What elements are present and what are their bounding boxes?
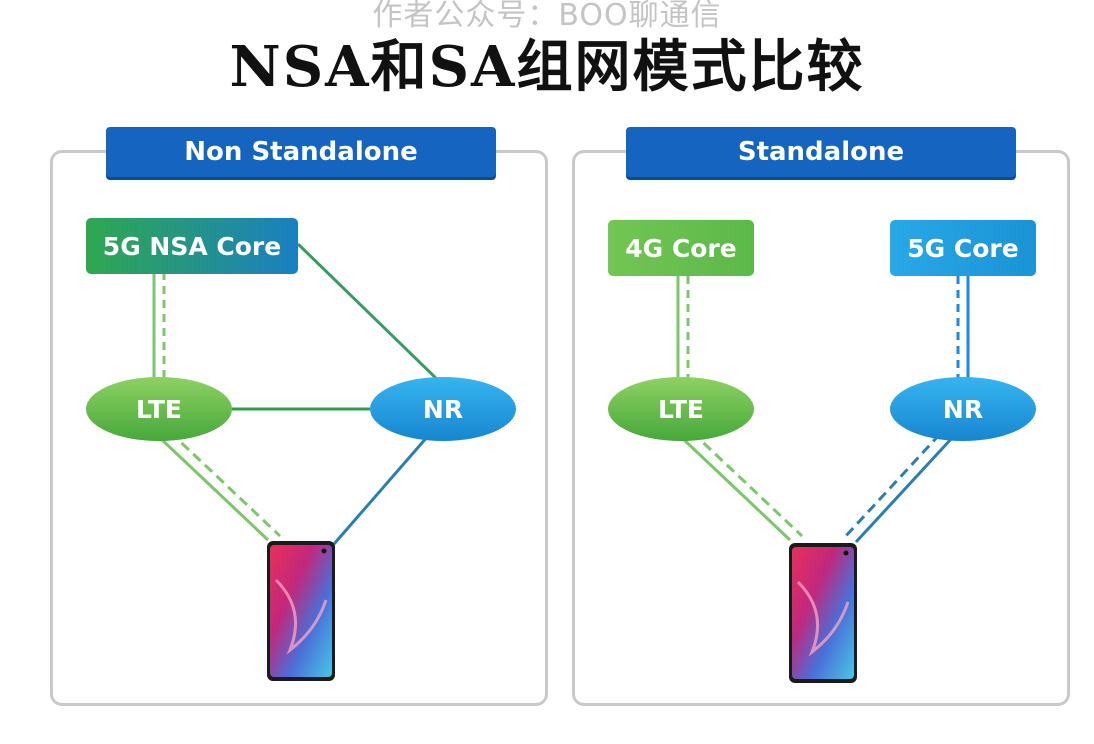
node-nr-right: NR: [890, 377, 1036, 441]
link-nr-phone-dashed-r: [842, 432, 942, 540]
link-lte-phone-solid-r: [678, 434, 792, 542]
phone-right-icon: [789, 543, 857, 683]
link-lte-phone-dashed: [168, 430, 282, 538]
page-title: NSA和SA组网模式比较: [229, 34, 865, 100]
link-lte-phone-solid: [156, 434, 270, 542]
node-lte-right: LTE: [608, 377, 754, 441]
node-nr-left: NR: [370, 377, 516, 441]
node-lte-left: LTE: [86, 377, 232, 441]
banner-non-standalone: Non Standalone: [106, 127, 496, 177]
banner-standalone: Standalone: [626, 127, 1016, 177]
core-4g: 4G Core: [608, 220, 754, 276]
link-nr-phone-solid-r: [854, 436, 954, 544]
link-lte-phone-dashed-r: [690, 430, 804, 538]
link-nr-phone: [332, 435, 430, 545]
phone-left-icon: [267, 541, 335, 681]
link-core-nr: [296, 242, 444, 386]
core-5g: 5G Core: [890, 220, 1036, 276]
core-5g-nsa: 5G NSA Core: [86, 218, 298, 274]
watermark: 作者公众号：BOO聊通信: [372, 0, 722, 33]
